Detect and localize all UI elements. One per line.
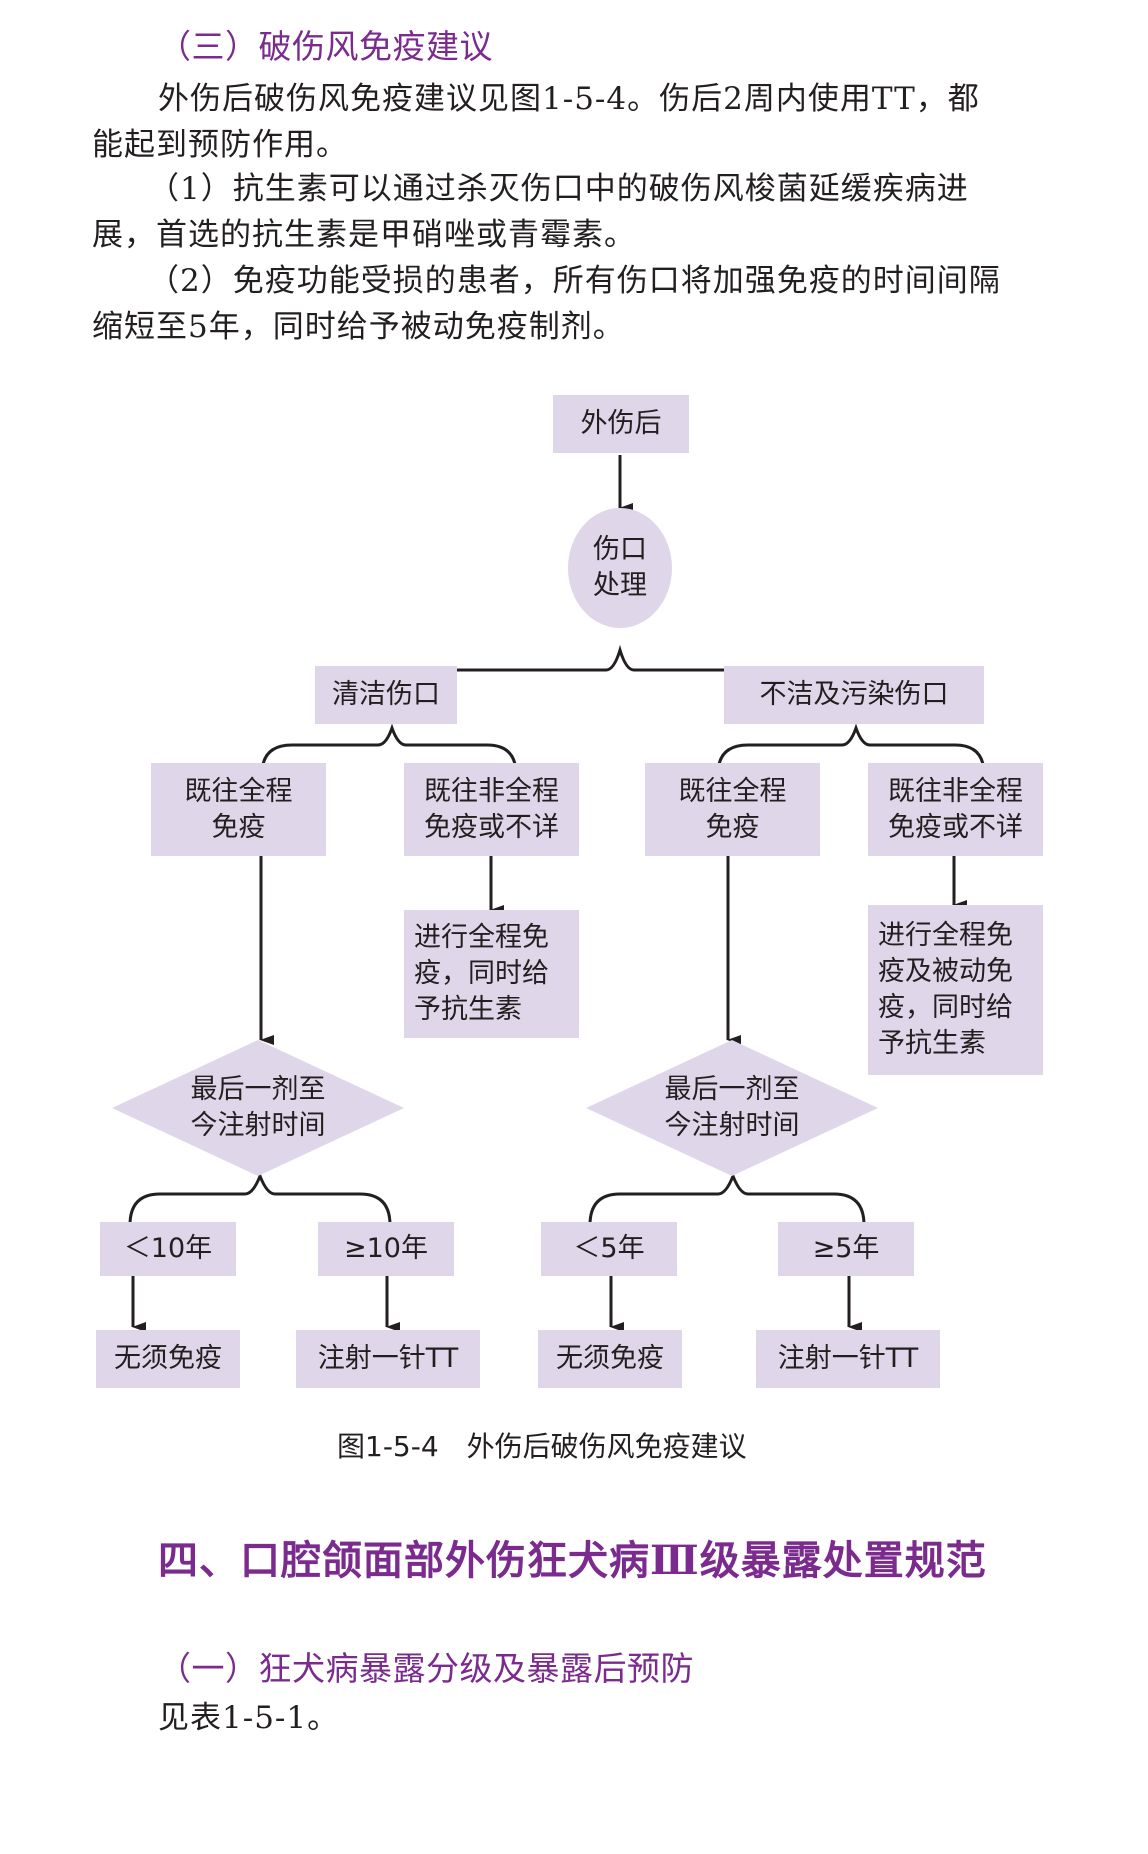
subsection-heading-rabies-exposure: （一）狂犬病暴露分级及暴露后预防 bbox=[158, 1649, 694, 1688]
node-dirty-not-full-action: 进行全程免 疫及被动免 疫，同时给 予抗生素 bbox=[868, 905, 1043, 1075]
paragraph-3-line-2: 缩短至5年，同时给予被动免疫制剂。 bbox=[92, 309, 625, 345]
section-heading-rabies: 四、口腔颌面部外伤狂犬病Ⅲ级暴露处置规范 bbox=[158, 1537, 987, 1584]
paragraph-1-line-2: 能起到预防作用。 bbox=[92, 127, 348, 163]
section-heading-tetanus: （三）破伤风免疫建议 bbox=[158, 27, 493, 66]
brace-clean-immunization bbox=[260, 723, 518, 775]
brace-dirty-immunization bbox=[716, 723, 986, 775]
node-dirty-full-immunized: 既往全程 免疫 bbox=[645, 763, 820, 856]
node-dirty-wound: 不洁及污染伤口 bbox=[724, 666, 984, 724]
paragraph-2-line-2: 展，首选的抗生素是甲硝唑或青霉素。 bbox=[92, 217, 636, 253]
brace-clean-interval bbox=[128, 1171, 392, 1226]
paragraph-3-line-1: （2）免疫功能受损的患者，所有伤口将加强免疫的时间间隔 bbox=[148, 263, 1001, 299]
decision-clean-interval-label: 最后一剂至 今注射时间 bbox=[190, 1074, 326, 1141]
paragraph-1-line-1: 外伤后破伤风免疫建议见图1-5-4。伤后2周内使用TT，都 bbox=[158, 81, 980, 117]
decision-dirty-interval-label: 最后一剂至 今注射时间 bbox=[664, 1074, 800, 1141]
node-clean-ge-10y: ≥10年 bbox=[318, 1222, 454, 1276]
node-clean-not-full-action: 进行全程免 疫，同时给 予抗生素 bbox=[404, 910, 579, 1038]
node-clean-full-immunized: 既往全程 免疫 bbox=[151, 763, 326, 856]
node-dirty-ge-5y: ≥5年 bbox=[778, 1222, 914, 1276]
node-clean-no-immunization: 无须免疫 bbox=[96, 1330, 240, 1388]
node-dirty-less-5y: ＜5年 bbox=[541, 1222, 677, 1276]
node-clean-less-10y: ＜10年 bbox=[100, 1222, 236, 1276]
node-dirty-no-immunization: 无须免疫 bbox=[538, 1330, 682, 1388]
paragraph-2-line-1: （1）抗生素可以通过杀灭伤口中的破伤风梭菌延缓疾病进 bbox=[148, 171, 969, 207]
rabies-body-text: 见表1-5-1。 bbox=[158, 1700, 340, 1736]
node-clean-wound: 清洁伤口 bbox=[315, 666, 457, 724]
node-wound-care: 伤口 处理 bbox=[568, 508, 672, 628]
node-clean-not-full-immunized: 既往非全程 免疫或不详 bbox=[404, 763, 579, 856]
brace-dirty-interval bbox=[588, 1171, 866, 1226]
decision-clean-interval: 最后一剂至 今注射时间 bbox=[112, 1040, 404, 1176]
node-dirty-inject-tt: 注射一针TT bbox=[756, 1330, 940, 1388]
node-clean-inject-tt: 注射一针TT bbox=[296, 1330, 480, 1388]
decision-dirty-interval: 最后一剂至 今注射时间 bbox=[586, 1040, 878, 1176]
node-after-trauma: 外伤后 bbox=[553, 395, 689, 453]
figure-caption: 图1-5-4 外伤后破伤风免疫建议 bbox=[337, 1430, 747, 1463]
node-dirty-not-full-immunized: 既往非全程 免疫或不详 bbox=[868, 763, 1043, 856]
